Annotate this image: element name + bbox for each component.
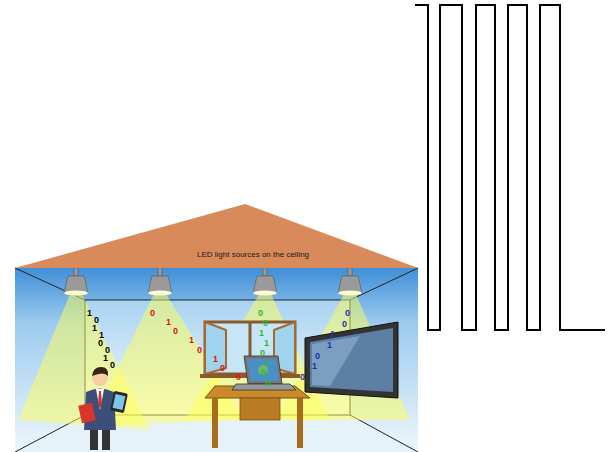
binary-digit: 0 <box>236 372 241 382</box>
binary-digit: 0 <box>220 363 225 373</box>
roof-label: LED light sources on the ceiling <box>197 250 309 259</box>
binary-digit: 0 <box>261 368 266 378</box>
binary-digit: 1 <box>327 340 332 350</box>
square-wave-signal <box>415 5 605 330</box>
binary-digit: 1 <box>265 358 270 368</box>
binary-digit: 0 <box>342 319 347 329</box>
room-edges <box>15 268 418 452</box>
binary-digit: 1 <box>189 335 194 345</box>
binary-digit: 1 <box>166 317 171 327</box>
binary-digit: 0 <box>263 318 268 328</box>
binary-digit: 0 <box>150 308 155 318</box>
binary-digit: 1 <box>330 329 335 339</box>
binary-digit: 0 <box>300 372 305 382</box>
binary-digit: 1 <box>92 323 97 333</box>
binary-digit: 1 <box>312 361 317 371</box>
binary-digit: 1 <box>87 308 92 318</box>
binary-digit: 0 <box>98 338 103 348</box>
roof-shape <box>15 204 418 268</box>
television <box>305 322 398 398</box>
binary-digit: 0 <box>197 345 202 355</box>
binary-digit: 1 <box>259 328 264 338</box>
binary-digit: 1 <box>213 354 218 364</box>
binary-digit: 0 <box>173 326 178 336</box>
binary-digit: 1 <box>264 338 269 348</box>
roof-band: LED light sources on the ceiling <box>15 204 418 268</box>
binary-digit: 1 <box>103 353 108 363</box>
person-with-tablet <box>78 367 128 450</box>
binary-digit: 0 <box>110 360 115 370</box>
room-walls <box>15 268 418 452</box>
led-lamps <box>64 268 362 296</box>
laptop <box>232 356 296 390</box>
binary-digit: 0 <box>266 378 271 388</box>
binary-digit: 0 <box>345 308 350 318</box>
binary-digit: 0 <box>260 348 265 358</box>
binary-digit: 0 <box>315 351 320 361</box>
desk <box>205 386 310 448</box>
binary-digit: 0 <box>258 308 263 318</box>
